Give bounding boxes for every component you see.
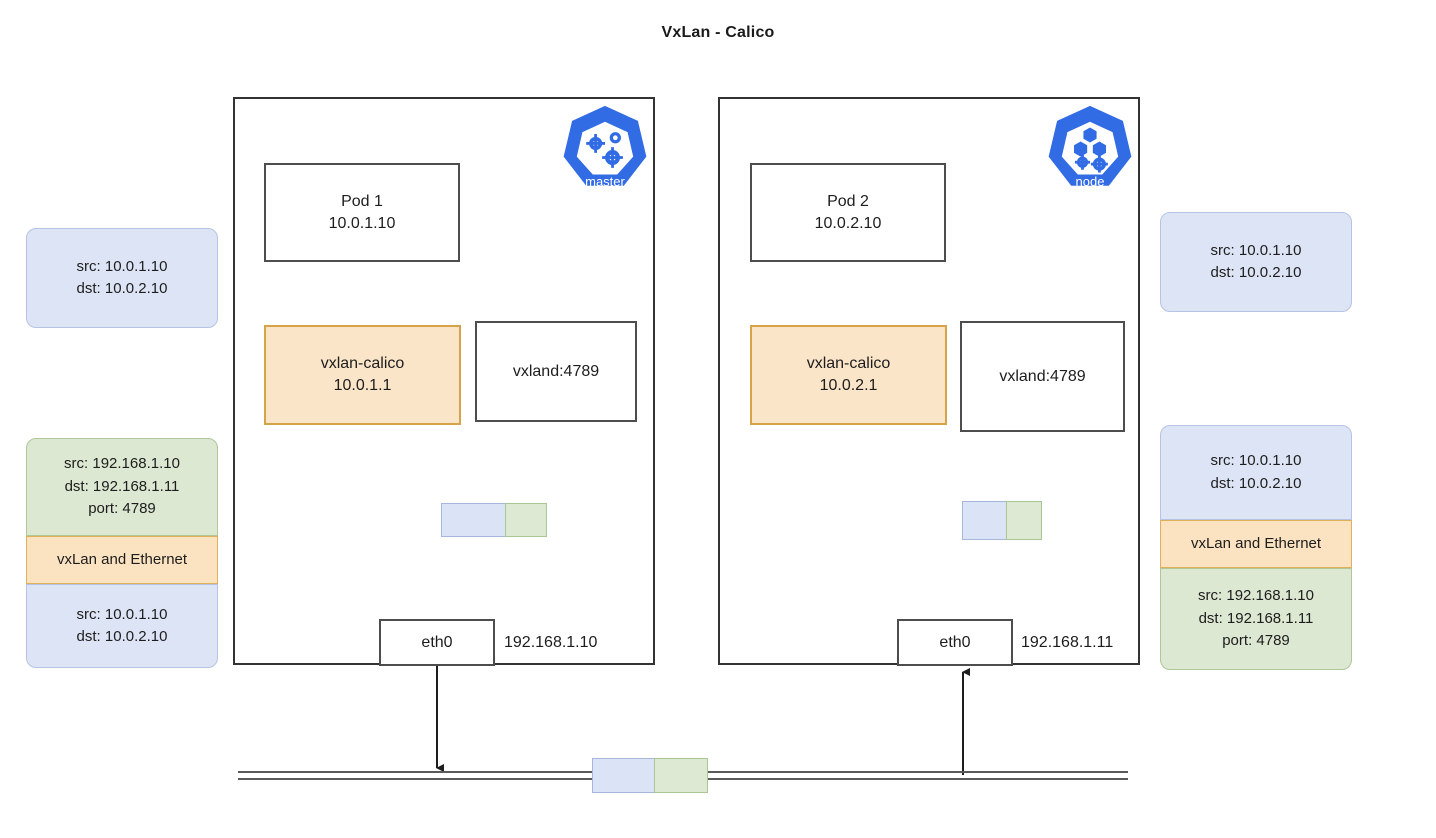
callout-right-encap-text: vxLan and Ethernet bbox=[1190, 534, 1322, 552]
eth0-master-name: eth0 bbox=[421, 633, 453, 651]
k8s-node-logo: node bbox=[1043, 103, 1137, 197]
callout-left-outer-line1: src: 192.168.1.10 bbox=[64, 455, 180, 473]
pod2-box: Pod 2 10.0.2.10 bbox=[750, 163, 946, 262]
page-title: VxLan - Calico bbox=[661, 24, 775, 41]
k8s-node-label: node bbox=[1075, 174, 1105, 189]
eth0-worker-ip: 192.168.1.11 bbox=[1021, 634, 1114, 651]
packet-inner-segment bbox=[441, 503, 507, 537]
k8s-master-label: master bbox=[585, 174, 625, 189]
k8s-master-logo: master bbox=[558, 103, 652, 197]
callout-right-inner-line1: src: 10.0.1.10 bbox=[1210, 241, 1302, 259]
callout-right-stack-inner-line1: src: 10.0.1.10 bbox=[1210, 452, 1302, 469]
vxlan-calico-master-name: vxlan-calico bbox=[320, 355, 405, 373]
callout-right-stack-inner-line2: dst: 10.0.2.10 bbox=[1210, 474, 1302, 492]
vxlan-calico-master-ip: 10.0.1.1 bbox=[333, 377, 392, 394]
packet-worker-encapsulated bbox=[962, 501, 1042, 540]
packet-inner-segment bbox=[962, 501, 1007, 540]
callout-right-inner-packet: src: 10.0.1.10 dst: 10.0.2.10 bbox=[1160, 212, 1352, 312]
callout-left-encap-text: vxLan and Ethernet bbox=[56, 550, 188, 568]
callout-right-outer-header: src: 192.168.1.10 dst: 192.168.1.11 port… bbox=[1160, 568, 1352, 670]
vxlan-calico-worker-box: vxlan-calico 10.0.2.1 bbox=[750, 325, 947, 425]
pod2-ip: 10.0.2.10 bbox=[814, 214, 882, 232]
packet-on-network-bus bbox=[592, 758, 708, 793]
pod1-ip: 10.0.1.10 bbox=[328, 214, 396, 232]
packet-inner-segment bbox=[592, 758, 656, 793]
callout-left-inner-line1: src: 10.0.1.10 bbox=[76, 257, 168, 275]
eth0-worker-box: eth0 bbox=[897, 619, 1013, 666]
callout-left-outer-line2: dst: 192.168.1.11 bbox=[64, 477, 180, 495]
eth0-master-box: eth0 bbox=[379, 619, 495, 666]
callout-left-stack-inner-line1: src: 10.0.1.10 bbox=[76, 605, 168, 623]
callout-left-inner-line2: dst: 10.0.2.10 bbox=[76, 280, 168, 297]
vxland-master-box: vxland:4789 bbox=[475, 321, 637, 422]
packet-outer-segment bbox=[505, 503, 547, 537]
callout-right-outer-line1: src: 192.168.1.10 bbox=[1198, 587, 1314, 605]
vxlan-calico-master-box: vxlan-calico 10.0.1.1 bbox=[264, 325, 461, 425]
pod1-box: Pod 1 10.0.1.10 bbox=[264, 163, 460, 262]
callout-left-outer-line3: port: 4789 bbox=[88, 500, 156, 518]
callout-right-encap-label: vxLan and Ethernet bbox=[1160, 520, 1352, 568]
callout-left-stack-inner-line2: dst: 10.0.2.10 bbox=[76, 628, 168, 645]
vxland-master-label: vxland:4789 bbox=[512, 362, 600, 380]
eth0-worker-name: eth0 bbox=[939, 633, 971, 651]
callout-left-outer-header: src: 192.168.1.10 dst: 192.168.1.11 port… bbox=[26, 438, 218, 536]
vxland-worker-box: vxland:4789 bbox=[960, 321, 1125, 432]
packet-outer-segment bbox=[654, 758, 708, 793]
callout-right-outer-line3: port: 4789 bbox=[1222, 632, 1290, 650]
callout-left-stack-inner: src: 10.0.1.10 dst: 10.0.2.10 bbox=[26, 584, 218, 668]
callout-right-inner-line2: dst: 10.0.2.10 bbox=[1210, 264, 1302, 281]
eth0-master-ip: 192.168.1.10 bbox=[504, 634, 598, 651]
callout-left-encap-label: vxLan and Ethernet bbox=[26, 536, 218, 584]
callout-right-stack-inner: src: 10.0.1.10 dst: 10.0.2.10 bbox=[1160, 425, 1352, 520]
pod1-name: Pod 1 bbox=[341, 192, 383, 210]
packet-master-encapsulated bbox=[441, 503, 547, 537]
vxlan-calico-worker-ip: 10.0.2.1 bbox=[819, 377, 878, 394]
vxlan-calico-worker-name: vxlan-calico bbox=[806, 355, 891, 373]
vxland-worker-label: vxland:4789 bbox=[999, 367, 1086, 385]
packet-outer-segment bbox=[1005, 501, 1042, 540]
pod2-name: Pod 2 bbox=[827, 192, 869, 210]
callout-left-inner-packet: src: 10.0.1.10 dst: 10.0.2.10 bbox=[26, 228, 218, 328]
callout-right-outer-line2: dst: 192.168.1.11 bbox=[1198, 609, 1314, 627]
